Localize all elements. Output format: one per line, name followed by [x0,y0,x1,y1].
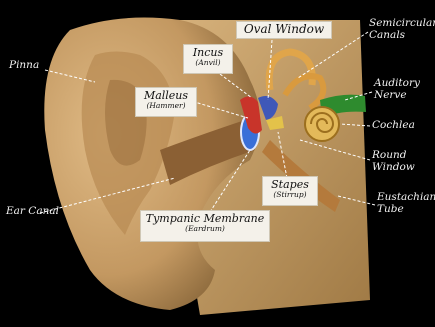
eustachian-tube-label: Eustachian Tube [377,192,435,215]
tympanic-membrane-label: Tympanic Membrane (Eardrum) [140,210,270,242]
cochlea-label: Cochlea [372,120,415,132]
auditory-nerve-label: Auditory Nerve [374,78,420,101]
oval-window-label: Oval Window [236,21,332,39]
pinna-label: Pinna [9,60,39,72]
malleus-label: Malleus (Hammer) [135,87,197,117]
stapes-label: Stapes (Stirrup) [262,176,318,206]
round-window-label: Round Window [372,150,415,173]
semicircular-canals-label: Semicircular Canals [369,18,435,41]
incus-label: Incus (Anvil) [183,44,233,74]
ear-canal-label: Ear Canal [6,206,59,218]
